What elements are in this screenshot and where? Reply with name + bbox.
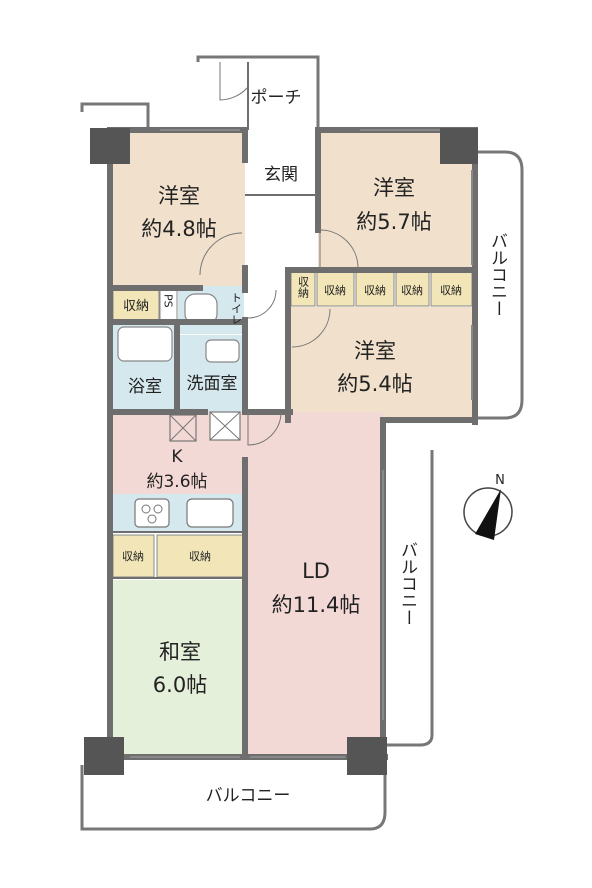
door-swings	[199, 62, 359, 446]
east-bedroom-size: 約5.7帖	[356, 210, 431, 234]
washitsu-name: 和室	[159, 640, 201, 664]
stove	[134, 498, 170, 528]
storage-strip-2	[316, 271, 355, 307]
porch-label: ポーチ	[251, 88, 302, 108]
ps-label: PS	[162, 294, 175, 308]
porch-outline	[196, 55, 320, 130]
wash-basin	[205, 339, 240, 363]
storage-strip-5-label: 収納	[440, 284, 462, 297]
compass-north-label: N	[495, 473, 505, 488]
room-west-bedroom	[113, 132, 245, 286]
living-dining-name: LD	[302, 559, 330, 583]
storage-strip-1-label: 収納	[297, 276, 310, 299]
room-living-dining	[245, 412, 383, 754]
storage-strip-2-label: 収納	[324, 284, 346, 297]
room-mid-bedroom	[291, 307, 472, 420]
bathtub	[117, 326, 173, 362]
kitchen-size: 約3.6帖	[146, 472, 207, 492]
washitsu-size: 6.0帖	[153, 673, 207, 697]
windows	[130, 129, 473, 758]
storage-strip-3	[355, 271, 395, 307]
storage-kitchen-small-label: 収納	[122, 550, 144, 563]
mid-bedroom-size: 約5.4帖	[337, 372, 412, 396]
kitchen-sink	[186, 498, 234, 528]
washroom-label: 洗面室	[187, 374, 238, 394]
storage-strip-1	[290, 271, 316, 307]
west-bedroom-name: 洋室	[158, 184, 200, 208]
balcony-east-lower-outline	[385, 450, 434, 747]
upper-left-ledge	[80, 102, 150, 128]
balcony-east-lower-label: バルコニー	[397, 541, 417, 626]
storage-kitchen-small	[112, 534, 155, 578]
balcony-south-label: バルコニー	[206, 786, 291, 806]
structural-columns	[84, 128, 478, 775]
west-bedroom-size: 約4.8帖	[141, 217, 216, 241]
storage-kitchen-large	[156, 534, 244, 578]
balcony-east-upper-label: バルコニー	[487, 232, 507, 317]
room-washitsu	[113, 580, 245, 754]
north-compass-icon: N	[463, 473, 513, 540]
storage-strip-3-label: 収納	[364, 284, 386, 297]
balcony-east-upper-outline	[474, 150, 524, 420]
thin-walls	[110, 62, 318, 579]
living-dining-size: 約11.4帖	[272, 593, 361, 617]
kitchen-name: K	[171, 447, 183, 467]
east-bedroom-name: 洋室	[373, 176, 415, 200]
entrance-label: 玄関	[264, 165, 298, 185]
washing-machine-pan	[209, 411, 241, 441]
bathroom-label: 浴室	[128, 377, 162, 397]
storage-kitchen-large-label: 収納	[189, 550, 211, 563]
balcony-south-outline	[80, 765, 387, 831]
mid-bedroom-name: 洋室	[354, 339, 396, 363]
storage-west-label: 収納	[123, 299, 149, 314]
storage-strip-4-label: 収納	[401, 284, 423, 297]
toilet-label: トイレ	[230, 292, 243, 325]
storage-strip-4	[395, 271, 430, 307]
